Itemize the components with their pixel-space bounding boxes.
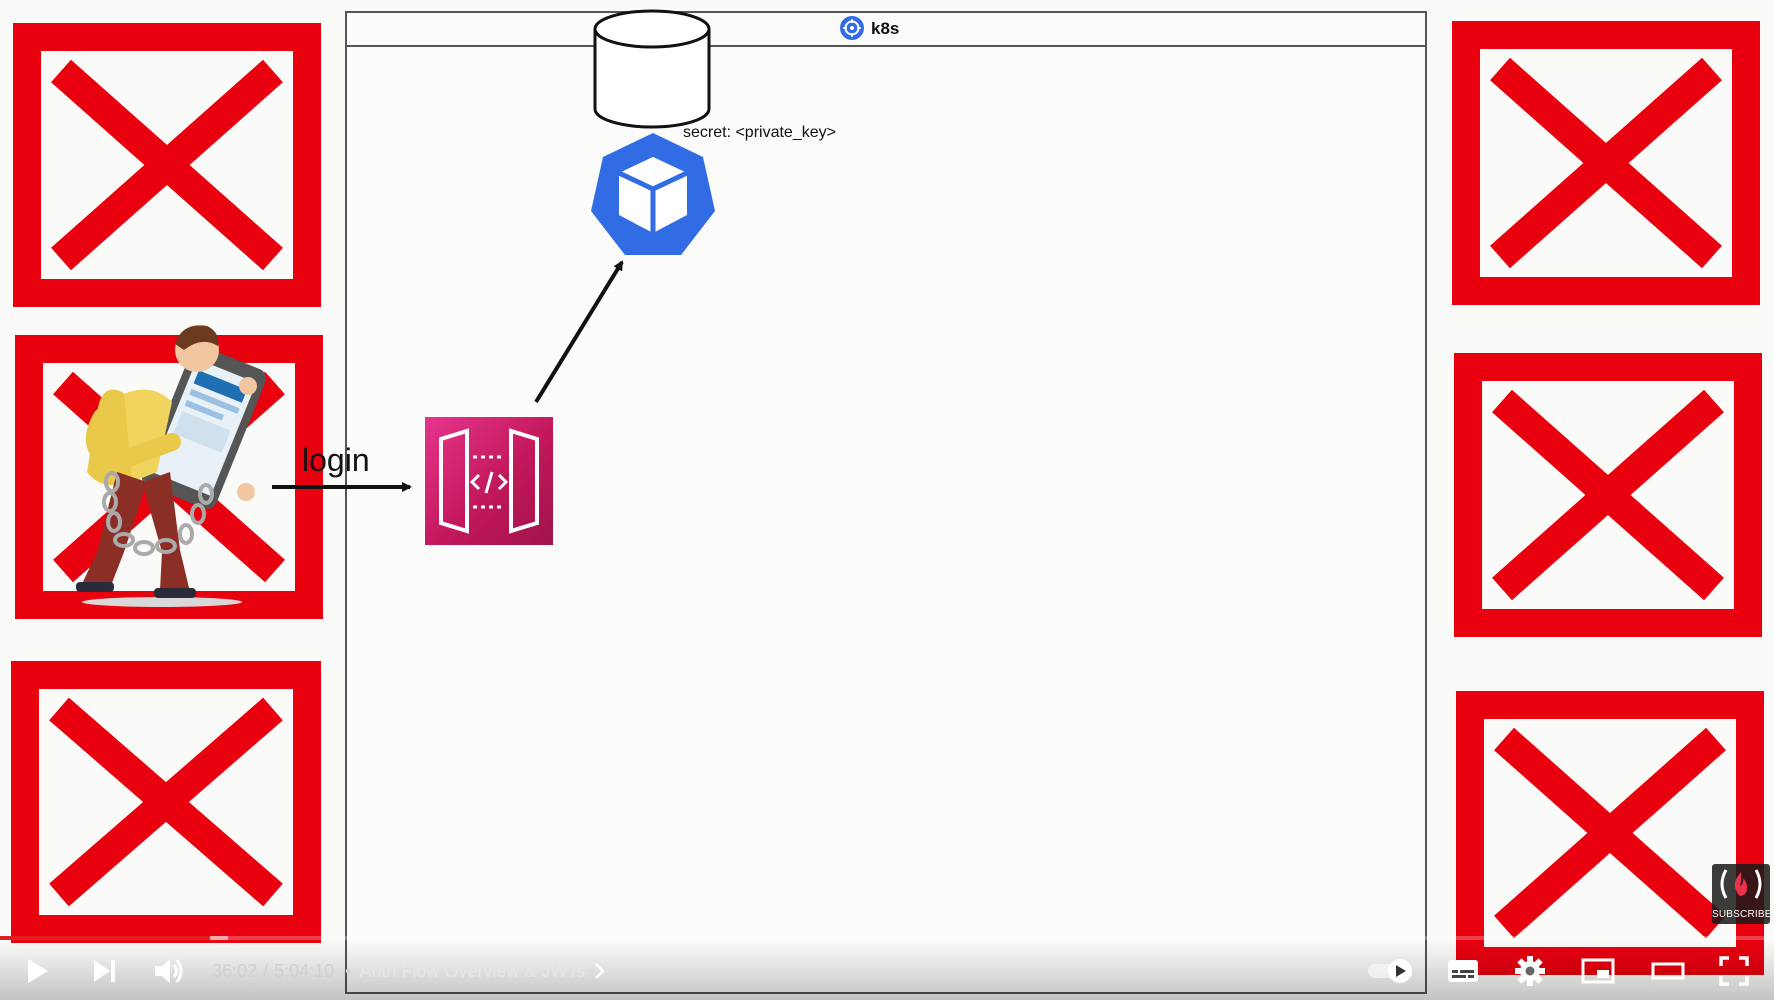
volume-icon — [155, 959, 183, 983]
theater-mode-button[interactable] — [1650, 953, 1686, 989]
login-label: login — [302, 442, 370, 478]
cluster-header-divider — [347, 45, 1425, 47]
autoplay-toggle-icon — [1368, 959, 1412, 983]
captions-icon — [1448, 960, 1478, 982]
subtitles-button[interactable] — [1446, 953, 1480, 989]
next-button[interactable] — [88, 953, 120, 989]
time-separator: / — [263, 960, 269, 981]
api-gateway-icon — [425, 417, 553, 545]
gear-icon — [1515, 956, 1545, 986]
subscribe-watermark[interactable]: SUBSCRIBE — [1712, 864, 1772, 924]
chapter-separator: • — [345, 960, 352, 981]
miniplayer-icon — [1581, 958, 1615, 984]
cluster-label: k8s — [871, 19, 900, 38]
fullscreen-icon — [1719, 956, 1749, 986]
blocked-x-box-right-middle — [1454, 353, 1762, 637]
chapter-title: Auth Flow Overview & JWTs — [359, 960, 586, 981]
kubernetes-secret-icon — [591, 133, 715, 255]
volume-button[interactable] — [152, 953, 186, 989]
blocked-x-box-right-bottom — [1456, 691, 1764, 975]
blocked-x-box-right-top — [1452, 21, 1760, 305]
player-controls-bar — [0, 940, 1774, 1000]
chevron-right-icon — [595, 963, 606, 979]
chapter-button[interactable]: • Auth Flow Overview & JWTs — [345, 953, 607, 989]
blocked-x-box-left-bottom — [11, 661, 321, 943]
current-time: 36:02 — [212, 960, 258, 981]
subscribe-label: SUBSCRIBE — [1712, 909, 1772, 920]
seek-bar-buffered — [210, 936, 228, 940]
skip-next-icon — [94, 960, 115, 982]
time-display: 36:02 / 5:04:10 — [212, 953, 334, 989]
settings-button[interactable] — [1514, 953, 1546, 989]
person-chained-to-phone-illustration — [76, 325, 267, 607]
play-icon — [28, 959, 48, 983]
theater-mode-icon — [1651, 962, 1685, 980]
autoplay-toggle[interactable] — [1366, 953, 1416, 989]
miniplayer-button[interactable] — [1580, 953, 1616, 989]
blocked-x-box-left-top — [13, 23, 321, 307]
secret-label: secret: <private_key> — [683, 124, 836, 141]
database-cylinder-icon — [593, 9, 711, 129]
seek-bar[interactable] — [0, 936, 1774, 940]
fullscreen-button[interactable] — [1718, 953, 1750, 989]
channel-logo-icon — [1720, 869, 1762, 899]
seek-bar-played — [0, 936, 211, 940]
kubernetes-logo-icon — [840, 16, 864, 40]
total-duration: 5:04:10 — [274, 960, 335, 981]
play-button[interactable] — [20, 953, 52, 989]
